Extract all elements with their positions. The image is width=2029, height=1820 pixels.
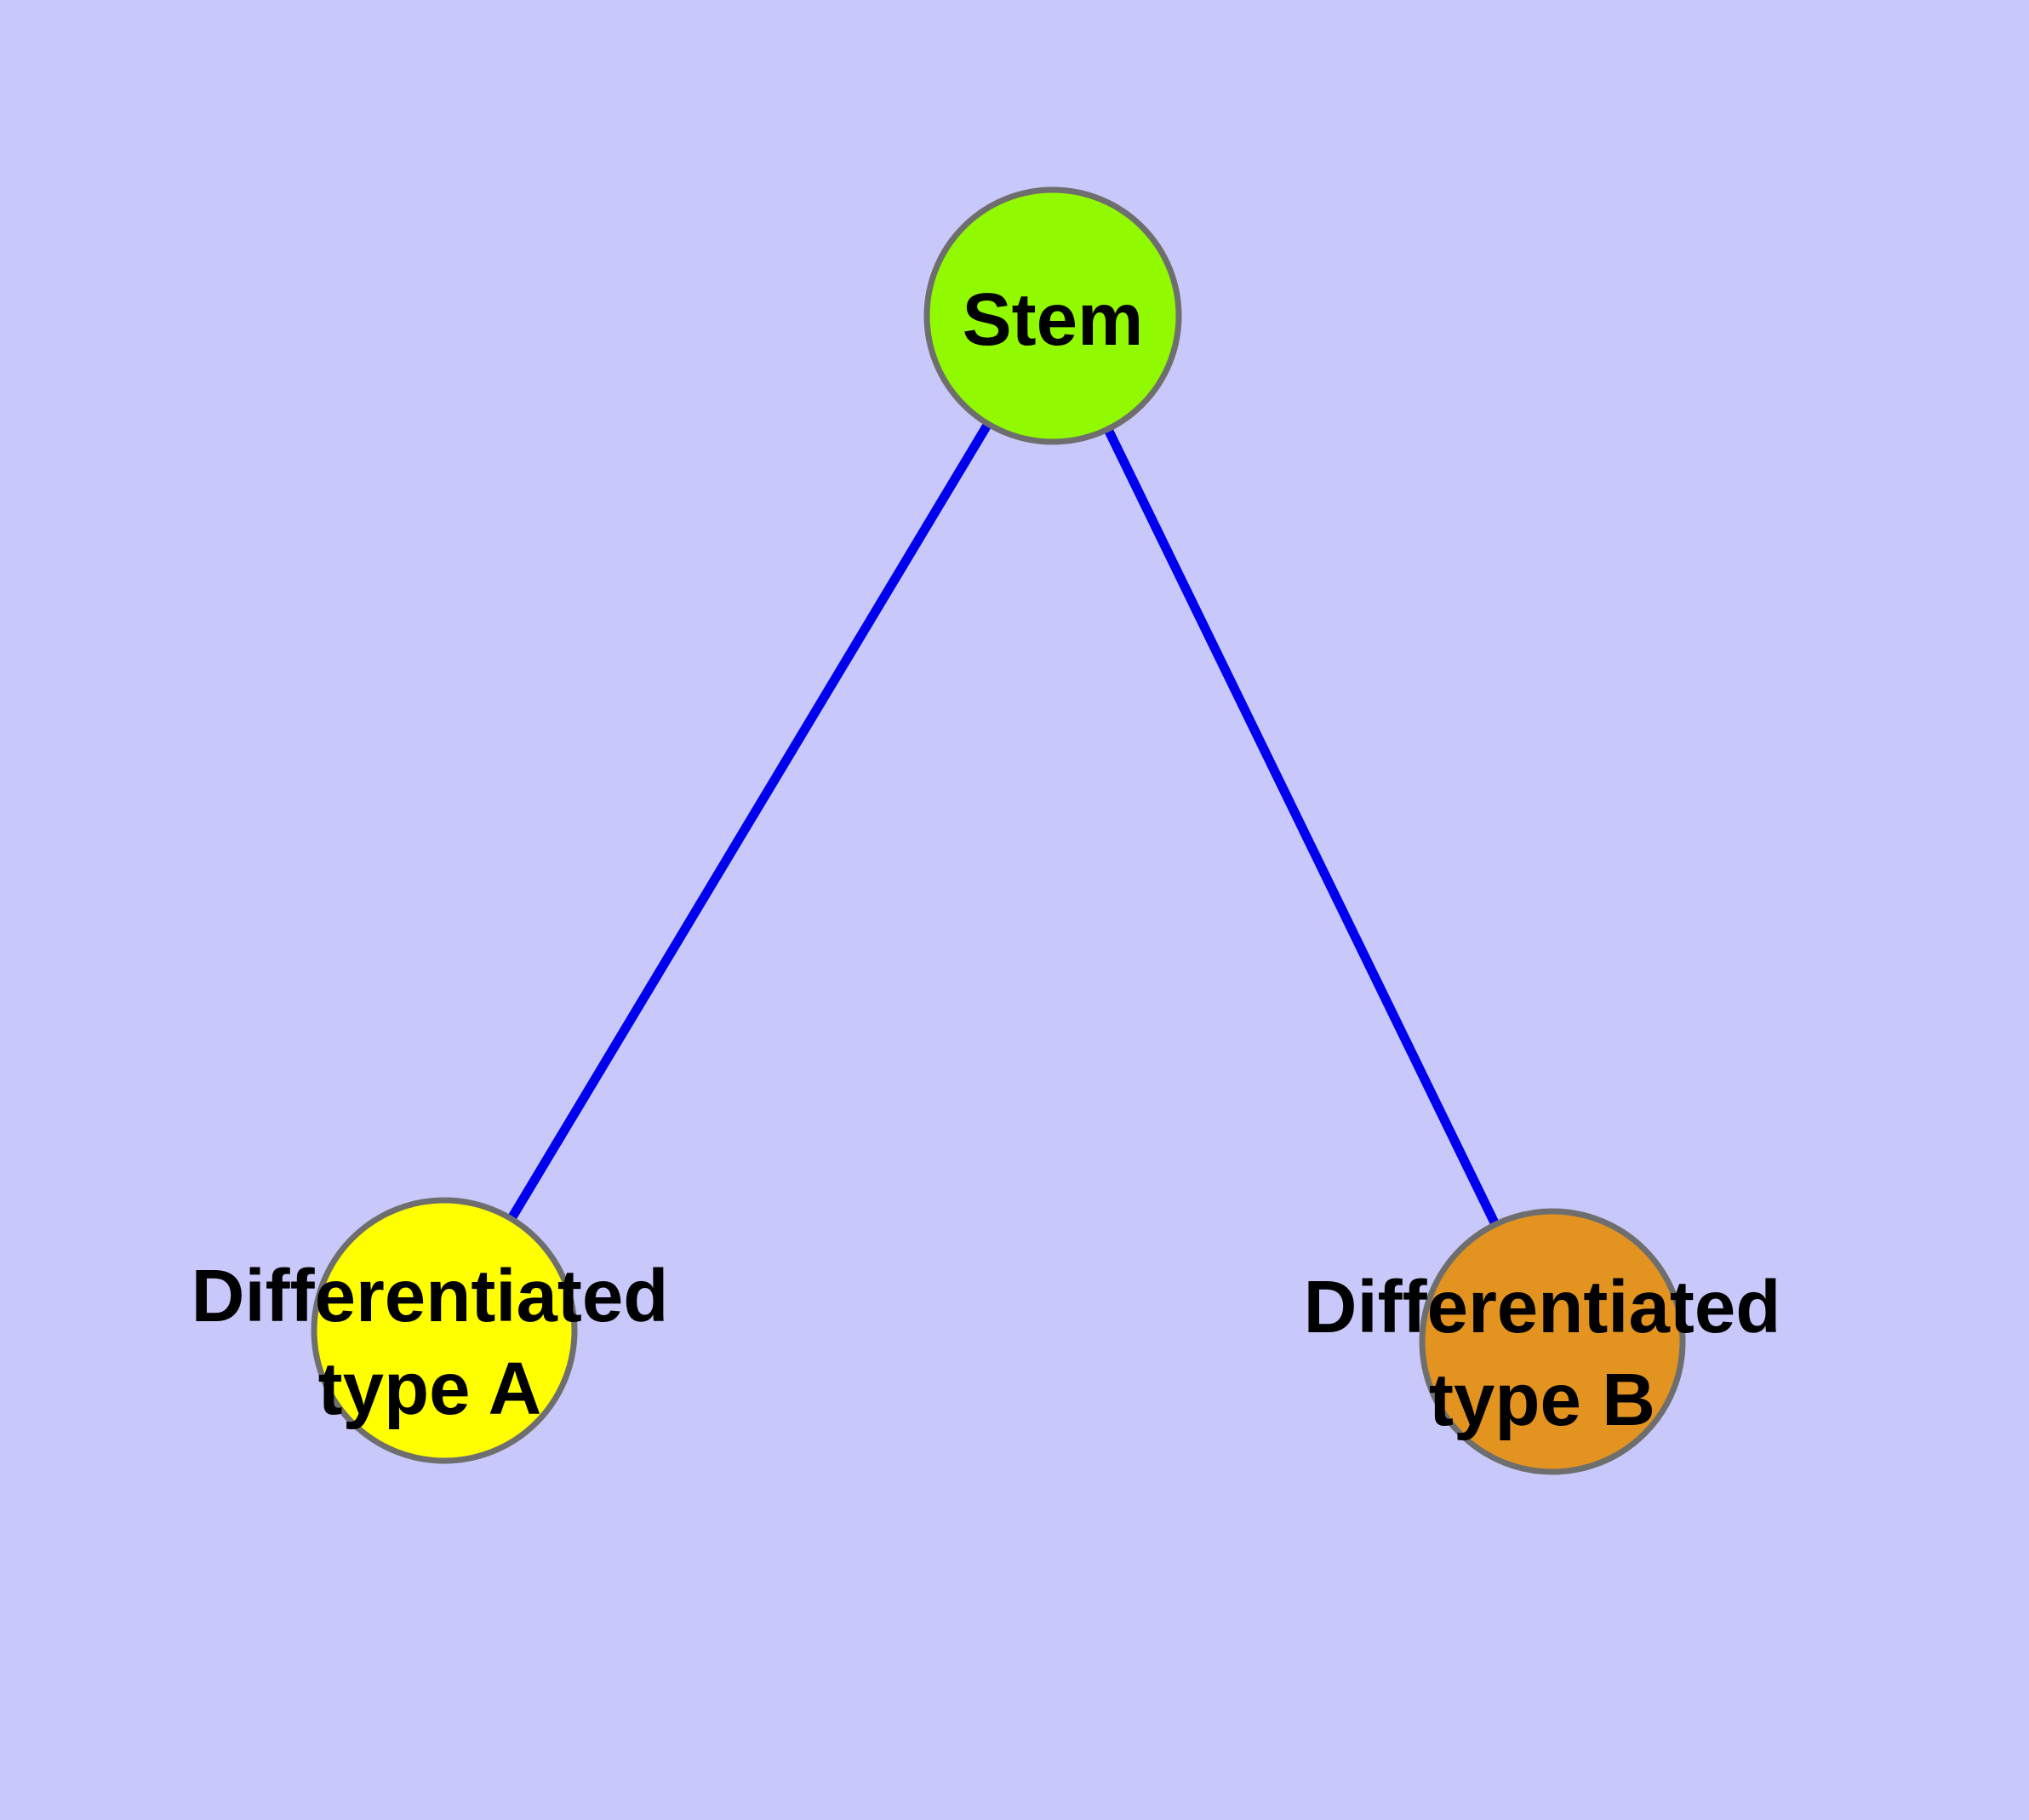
node-differentiated-type-b-circle <box>1419 1208 1686 1475</box>
node-differentiated-type-b-label-line1: Differentiated <box>1303 1266 1781 1348</box>
node-stem-circle <box>923 186 1182 445</box>
node-differentiated-type-a-label-line1: Differentiated <box>191 1255 669 1337</box>
node-differentiated-type-a-label-line2: type A <box>317 1348 542 1430</box>
node-stem-label: Stem <box>962 278 1144 361</box>
node-differentiated-type-a-circle <box>311 1197 578 1464</box>
node-differentiated-type-a-label: Differentiated type A <box>191 1250 669 1435</box>
node-differentiated-type-b-label-line2: type B <box>1429 1359 1655 1441</box>
edge-stem-to-type-b <box>1049 313 1557 1344</box>
edge-stem-to-type-a <box>440 313 1057 1333</box>
node-differentiated-type-b-label: Differentiated type B <box>1304 1261 1781 1446</box>
